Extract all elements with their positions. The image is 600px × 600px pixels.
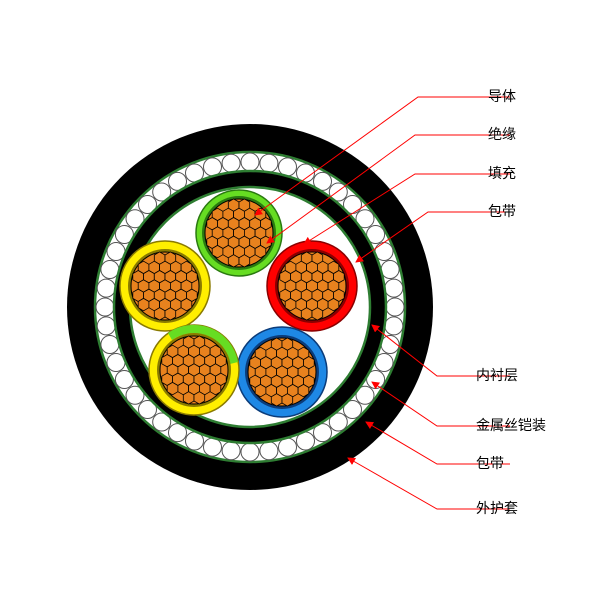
conductor-strand: [209, 381, 222, 396]
armour-wire: [221, 441, 241, 461]
armour-wire: [203, 437, 222, 457]
conductor-strand: [281, 393, 294, 407]
label-wrapping-tape-inner: 包带: [488, 204, 516, 220]
armour-wire: [138, 195, 157, 214]
armour-wire: [278, 157, 297, 177]
label-armour: 金属丝铠装: [476, 418, 546, 434]
leader-armour: [371, 381, 510, 427]
armour-wire: [384, 278, 404, 298]
conductor-strand: [297, 383, 310, 398]
conductor-strands: [159, 335, 229, 405]
armour-wire: [259, 153, 279, 173]
conductor-strand: [180, 297, 193, 312]
armour-wire: [221, 153, 241, 173]
leader-insulation: [266, 134, 510, 244]
armour-wire: [125, 385, 145, 405]
steel-wire-armour: [95, 152, 405, 462]
armour-wire: [114, 225, 134, 244]
armour-wire: [259, 441, 279, 461]
core-blue: [236, 326, 328, 418]
conductor-strand: [182, 391, 195, 405]
armour-wire: [203, 157, 222, 177]
label-insulation: 绝缘: [488, 127, 516, 143]
armour-wire: [100, 260, 120, 279]
conductor-strand: [164, 307, 177, 321]
label-filler: 填充: [488, 166, 516, 182]
armour-wire: [240, 442, 260, 462]
conductor-strands: [247, 337, 317, 407]
conductor-strand: [137, 297, 150, 312]
leader-outer-sheath: [347, 457, 510, 510]
conductor-strand: [227, 254, 240, 268]
conductor-strand: [211, 244, 224, 259]
armour-wire: [95, 297, 115, 317]
armour-wire: [328, 412, 348, 432]
conductor-strand: [327, 297, 340, 312]
insulation-green-stripe: [168, 324, 238, 364]
leader-conductor: [254, 96, 510, 216]
armour-wire: [168, 423, 187, 443]
armour-wire: [100, 335, 120, 354]
core-green: [195, 189, 283, 277]
leader-filler: [303, 173, 510, 245]
conductor-strand: [238, 254, 251, 268]
armour-wire: [240, 152, 260, 172]
armour-wire: [114, 370, 134, 389]
leader-wrapping-tape-outer: [365, 421, 510, 465]
armour-wire: [313, 423, 332, 443]
conductor-strands: [277, 251, 347, 321]
armour-wire: [385, 297, 405, 317]
conductor-strand: [284, 297, 297, 312]
leader-lines: [254, 96, 510, 510]
armour-wire: [355, 209, 375, 229]
core-yellow: [119, 240, 211, 332]
conductor-strand: [254, 244, 267, 259]
armour-wire: [313, 171, 332, 191]
armour-wire: [138, 400, 157, 419]
conductor-strand: [311, 307, 324, 321]
armour-wire: [96, 278, 116, 298]
core-yellow-green: [148, 324, 240, 416]
leader-wrapping-tape-inner: [355, 211, 510, 263]
label-conductor: 导体: [488, 89, 516, 105]
armour-wire: [355, 385, 375, 405]
label-wrapping-tape-outer: 包带: [476, 456, 504, 472]
armour-wire: [152, 412, 172, 432]
armour-wire: [380, 260, 400, 279]
conductor-strand: [193, 391, 206, 405]
armour-wire: [278, 437, 297, 457]
leader-inner-sheath: [371, 324, 510, 377]
armour-wire: [343, 400, 362, 419]
armour-wire: [125, 209, 145, 229]
conductor-strand: [270, 393, 283, 407]
conductor-strand: [153, 307, 166, 321]
conductor-strand: [300, 307, 313, 321]
armour-wire: [168, 171, 187, 191]
armour-wire: [96, 316, 116, 336]
label-outer-sheath: 外护套: [476, 501, 518, 517]
conductor-strands: [130, 251, 200, 321]
conductor-strand: [254, 383, 267, 398]
conductor-strand: [166, 381, 179, 396]
label-inner-sheath: 内衬层: [476, 368, 518, 384]
armour-wire: [366, 225, 386, 244]
core-red: [266, 240, 358, 332]
armour-wire: [152, 182, 172, 202]
armour-wire: [384, 316, 404, 336]
